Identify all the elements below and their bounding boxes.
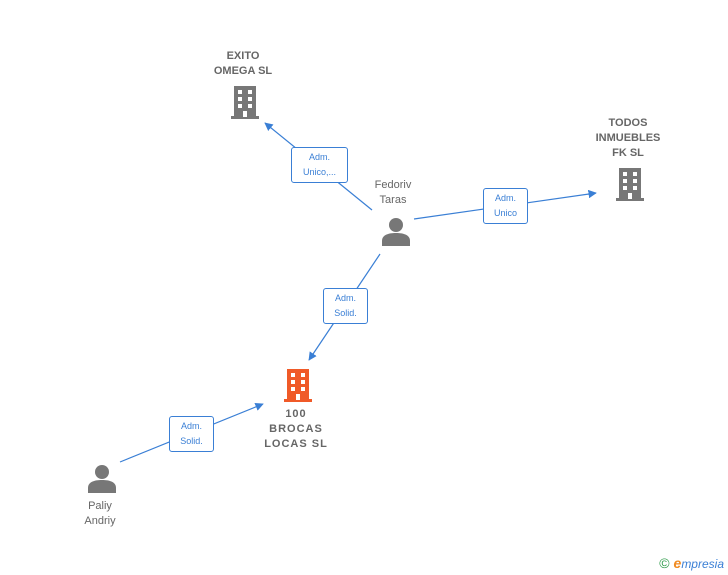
copyright-symbol: © bbox=[659, 555, 670, 571]
copyright-mark: ©empresia bbox=[659, 555, 724, 571]
node-label-brocas: 100 BROCAS LOCAS SL bbox=[264, 408, 328, 450]
edge-label-fedoriv-brocas[interactable]: Adm. Solid. bbox=[323, 288, 368, 324]
building-icon[interactable] bbox=[614, 166, 646, 202]
building-icon[interactable] bbox=[229, 84, 261, 120]
node-label-todos: TODOS INMUEBLES FK SL bbox=[595, 117, 661, 159]
edge-label-fedoriv-todos[interactable]: Adm. Unico bbox=[483, 188, 528, 224]
person-icon[interactable] bbox=[87, 463, 117, 493]
brand-logo-initial: e bbox=[673, 555, 682, 571]
edge-label-fedoriv-exito[interactable]: Adm. Unico,... bbox=[291, 147, 348, 183]
building-icon-highlight[interactable] bbox=[282, 367, 314, 403]
brand-logo-text: mpresia bbox=[681, 557, 724, 571]
edge-label-paliy-brocas[interactable]: Adm. Solid. bbox=[169, 416, 214, 452]
node-label-fedoriv: Fedoriv Taras bbox=[374, 179, 412, 206]
node-label-exito: EXITO OMEGA SL bbox=[213, 50, 273, 77]
node-label-paliy: Paliy Andriy bbox=[84, 500, 116, 527]
person-icon[interactable] bbox=[381, 216, 411, 246]
